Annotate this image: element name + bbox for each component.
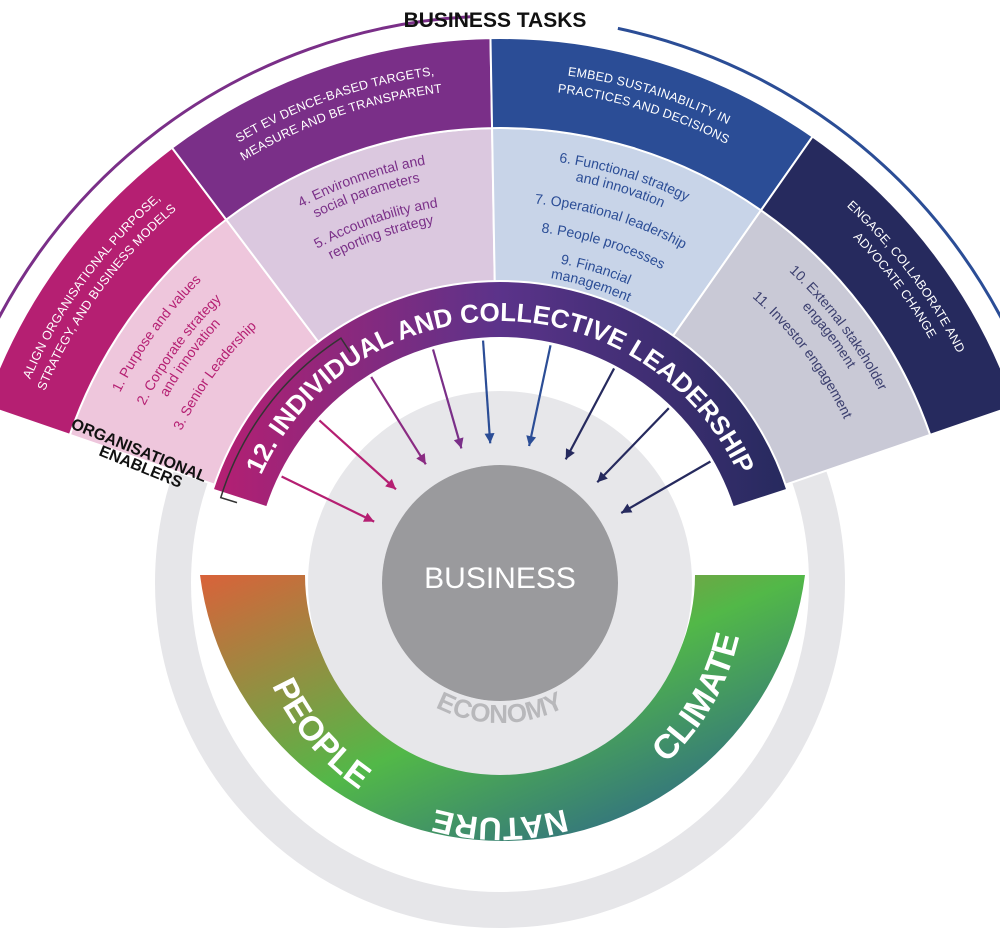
leadership-band: [211, 280, 789, 509]
top-bracket-left: [0, 15, 471, 320]
arrow-9: [620, 460, 711, 514]
arrow-head-1: [362, 512, 375, 522]
leadership-band-shape: [211, 280, 789, 509]
top-title: BUSINESS TASKS: [404, 9, 587, 32]
arrow-1: [281, 475, 375, 523]
economy-ring: [308, 391, 692, 775]
arrow-head-3: [416, 453, 426, 465]
enablers-bracket: [219, 337, 351, 504]
arrow-head-4: [453, 437, 464, 449]
arrow-7: [564, 367, 616, 460]
leadership-arrows: [281, 340, 711, 523]
arrow-head-9: [621, 503, 633, 513]
arrow-head-7: [565, 448, 575, 460]
business-center-disc: [382, 465, 618, 701]
arrow-head-6: [526, 435, 537, 447]
top-title-group: BUSINESS TASKS: [404, 9, 587, 32]
business-task-columns: [0, 37, 1000, 487]
arrow-4: [431, 349, 463, 449]
arrow-5: [481, 340, 492, 444]
arrow-6: [528, 345, 552, 447]
arrow-8: [596, 407, 670, 484]
arrow-3: [370, 376, 427, 465]
economy-ring-track: [308, 391, 692, 775]
column-header-4: [759, 135, 1000, 437]
top-bracket-right: [617, 26, 1000, 320]
environment-gradient: [200, 575, 805, 842]
arrow-head-8: [597, 471, 608, 483]
environment-arc: [200, 575, 805, 842]
brackets: [0, 15, 1000, 504]
center-label: BUSINESS: [424, 562, 576, 595]
arrow-head-2: [385, 478, 396, 490]
arrow-2: [318, 419, 397, 491]
arrow-head-5: [484, 433, 495, 444]
